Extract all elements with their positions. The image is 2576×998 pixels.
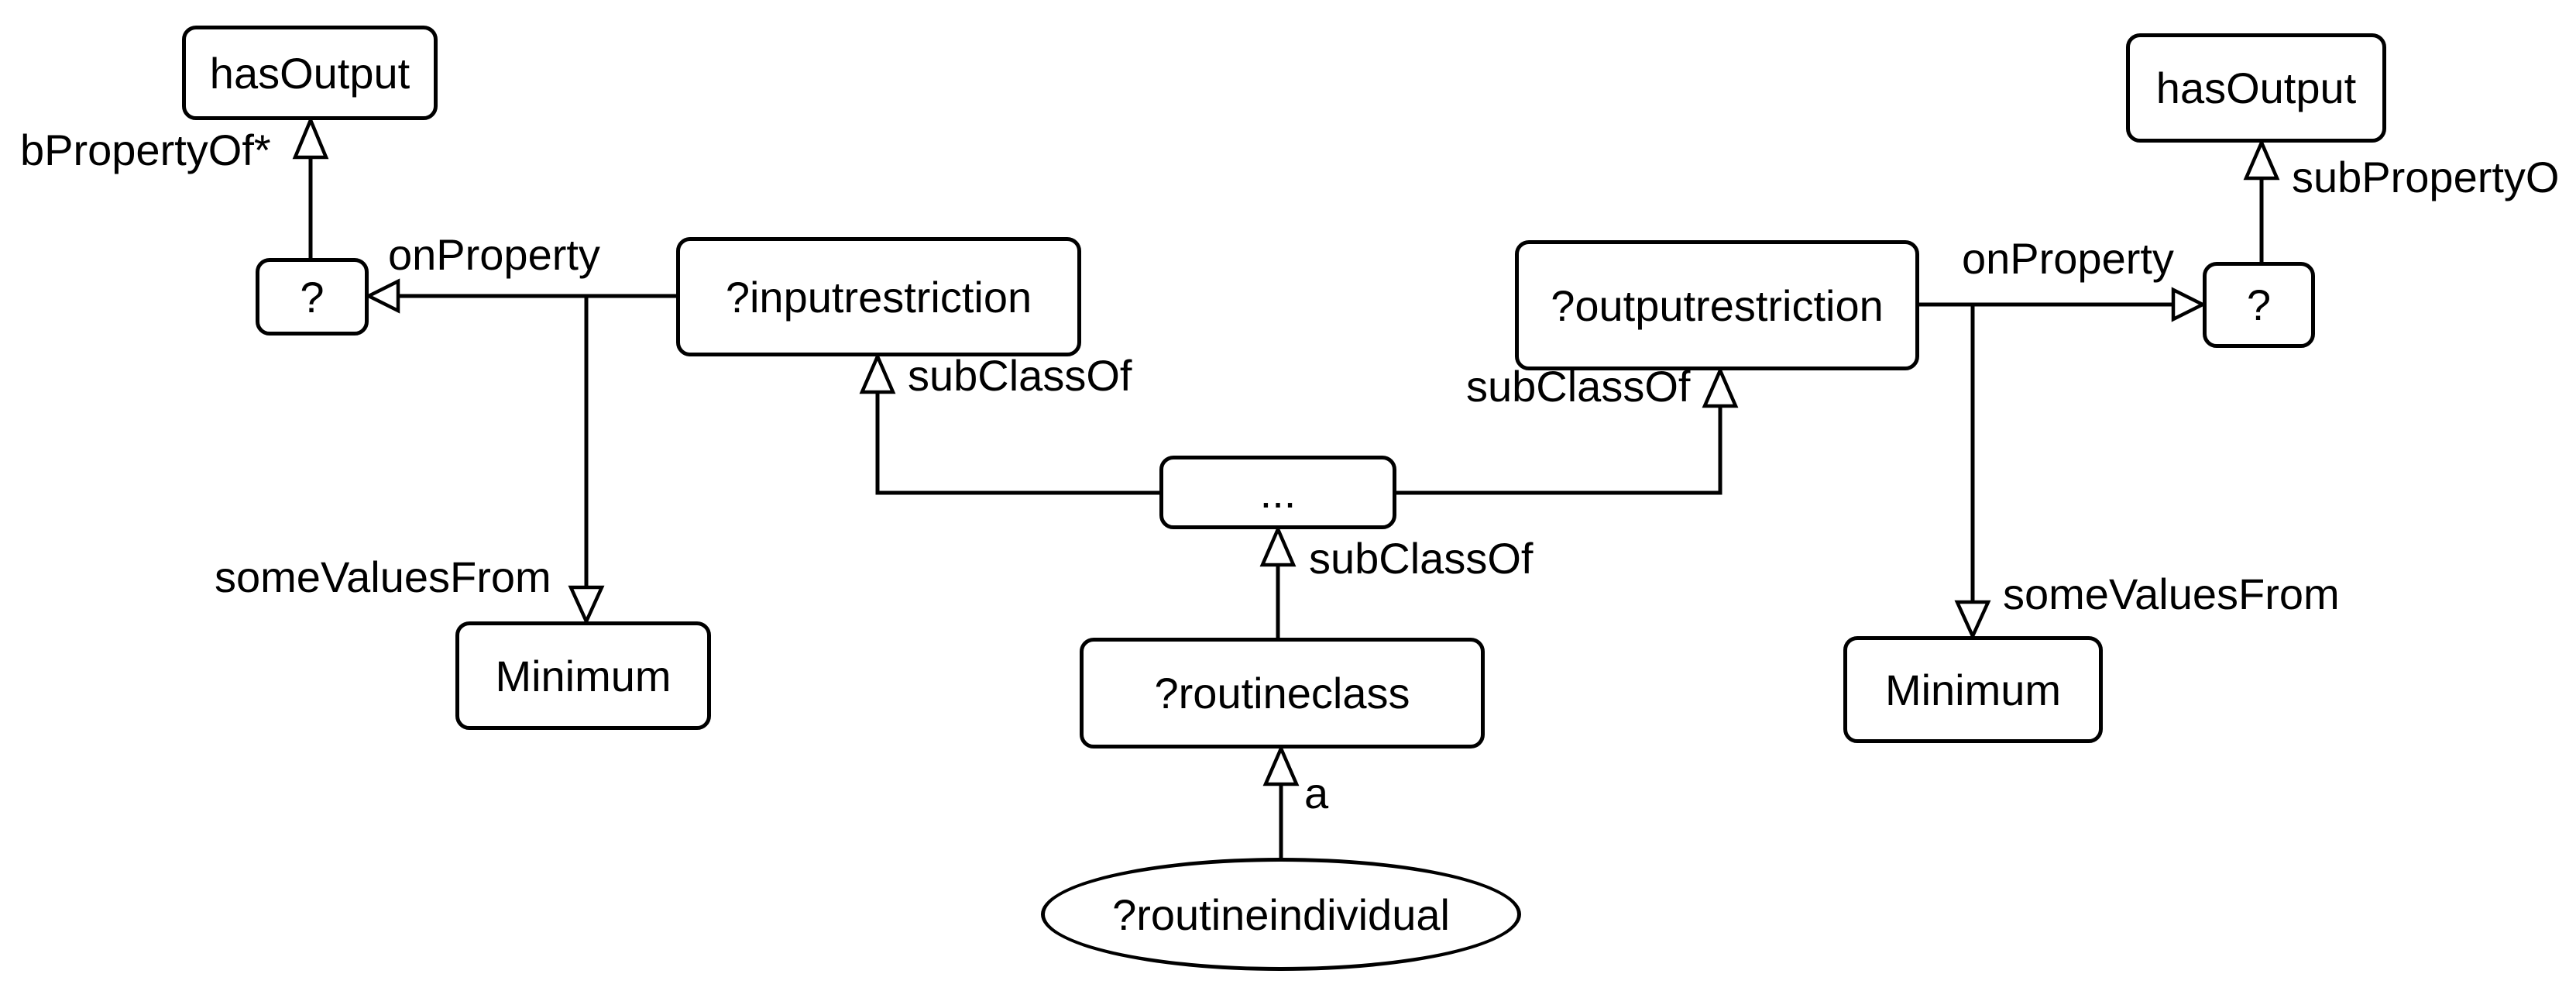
node-dots: ... xyxy=(1159,456,1396,529)
node-minimum-right: Minimum xyxy=(1843,636,2103,743)
edge-label-subclassof-left: subClassOf xyxy=(908,351,1132,400)
node-hasoutput-left: hasOutput xyxy=(182,26,438,120)
edge-label-subclassof-right: subClassOf xyxy=(1466,362,1691,411)
edge-label-somevaluesfrom-right: someValuesFrom xyxy=(2003,570,2340,618)
arrowhead-down-somevaluesfrom-left xyxy=(568,585,605,626)
node-routineindividual: ?routineindividual xyxy=(1041,858,1521,971)
arrowhead-up-subclassof-center xyxy=(1259,525,1297,567)
edge-label-somevaluesfrom-left: someValuesFrom xyxy=(215,552,551,601)
arrowhead-down-somevaluesfrom-right xyxy=(1954,600,1991,641)
edge-label-subpropertyof-right: subPropertyO xyxy=(2292,153,2560,201)
edge-line-subclassof-left xyxy=(875,392,1159,495)
node-outputrestriction: ?outputrestriction xyxy=(1515,240,1919,370)
edge-label-subpropertyof-left: bPropertyOf* xyxy=(20,126,271,174)
arrowhead-up-subclassof-left xyxy=(859,352,896,394)
arrowhead-up-a xyxy=(1262,744,1300,786)
edge-label-a: a xyxy=(1304,769,1329,817)
edge-label-onproperty-left: onProperty xyxy=(388,230,600,279)
arrowhead-left-onproperty-left xyxy=(364,278,400,314)
node-hasoutput-right: hasOutput xyxy=(2126,33,2386,143)
arrowhead-up-subclassof-right xyxy=(1702,366,1739,408)
node-inputrestriction: ?inputrestriction xyxy=(676,237,1081,356)
arrowhead-up-subpropertyof-left xyxy=(292,115,329,160)
node-question-left: ? xyxy=(256,258,369,336)
edge-label-onproperty-right: onProperty xyxy=(1962,234,2174,283)
edge-line-subclassof-right xyxy=(1396,406,1722,495)
node-question-right: ? xyxy=(2203,262,2315,348)
node-routineclass: ?routineclass xyxy=(1080,638,1485,748)
arrowhead-right-onproperty-right xyxy=(2171,287,2207,322)
node-minimum-left: Minimum xyxy=(455,621,711,730)
edge-label-subclassof-center: subClassOf xyxy=(1309,534,1534,583)
arrowhead-up-subpropertyof-right xyxy=(2243,138,2280,181)
